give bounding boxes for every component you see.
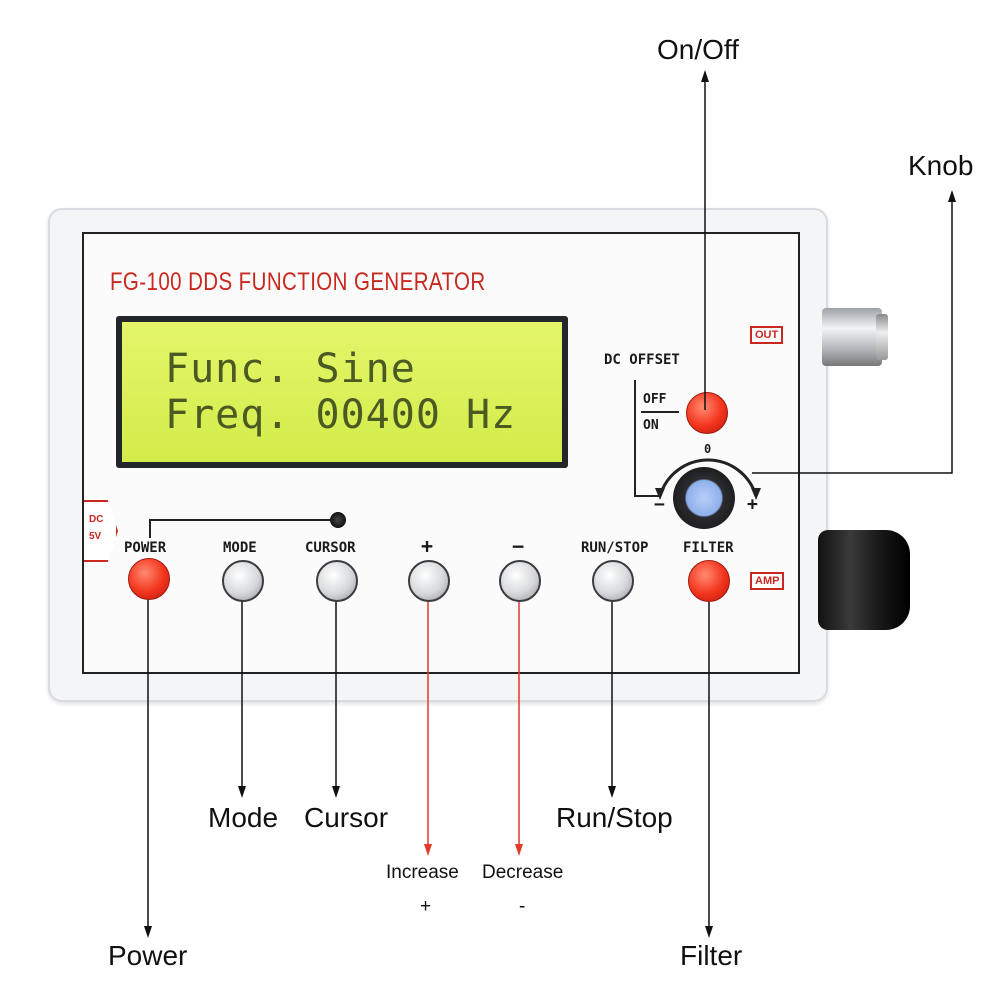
power-callout-arrowhead bbox=[144, 926, 152, 938]
run-stop-button[interactable] bbox=[592, 560, 634, 602]
cursor-button-label: CURSOR bbox=[305, 540, 356, 556]
increase-callout: Increase bbox=[386, 862, 459, 883]
lcd-function-line: Func. Sine bbox=[165, 346, 416, 392]
dc-offset-bracket bbox=[634, 380, 660, 497]
bnc-connector-tip bbox=[876, 314, 888, 360]
decrease-callout-arrowhead bbox=[515, 844, 523, 856]
filter-button[interactable] bbox=[688, 560, 730, 602]
mode-button[interactable] bbox=[222, 560, 264, 602]
power-bracket-line bbox=[149, 519, 330, 538]
knob-arrow-left bbox=[655, 488, 665, 500]
output-tag: OUT bbox=[750, 326, 784, 344]
knob-plus-label: + bbox=[747, 494, 758, 515]
filter-callout: Filter bbox=[680, 940, 743, 971]
power-callout: Power bbox=[108, 940, 188, 971]
device-title: FG-100 DDS FUNCTION GENERATOR bbox=[110, 268, 486, 296]
minus-button-label: − bbox=[512, 534, 525, 558]
filter-button-label: FILTER bbox=[683, 540, 734, 556]
lcd-screen bbox=[122, 322, 562, 462]
knob-zero-label: 0 bbox=[704, 442, 712, 456]
mode-callout-arrowhead bbox=[238, 786, 246, 798]
on-off-callout-arrowhead bbox=[701, 70, 709, 82]
increase-callout-arrowhead bbox=[424, 844, 432, 856]
knob-callout-line bbox=[752, 198, 953, 474]
switch-off-label: OFF bbox=[643, 392, 667, 407]
knob-callout: Knob bbox=[908, 150, 974, 181]
cursor-button[interactable] bbox=[316, 560, 358, 602]
power-button-label: POWER bbox=[124, 540, 167, 556]
decrease-callout: Decrease bbox=[482, 862, 564, 883]
increase-symbol: + bbox=[420, 896, 432, 917]
decrease-symbol: - bbox=[519, 896, 526, 917]
lcd-frequency-line: Freq. 00400 Hz bbox=[165, 392, 517, 438]
on-off-callout: On/Off bbox=[657, 34, 739, 65]
plus-button-label: + bbox=[421, 534, 434, 558]
run-stop-button-label: RUN/STOP bbox=[581, 540, 649, 556]
power-button[interactable] bbox=[128, 558, 170, 600]
increase-button[interactable] bbox=[408, 560, 450, 602]
mode-callout: Mode bbox=[208, 802, 279, 833]
bnc-output-connector bbox=[822, 308, 882, 366]
knob-range-arc bbox=[658, 458, 758, 497]
run-stop-callout-arrowhead bbox=[608, 786, 616, 798]
cursor-callout-arrowhead bbox=[332, 786, 340, 798]
power-led bbox=[330, 512, 346, 528]
knob-callout-arrowhead bbox=[948, 190, 956, 202]
dc-offset-knob[interactable] bbox=[673, 467, 735, 529]
dc-offset-label: DC OFFSET bbox=[604, 352, 680, 368]
run-stop-callout: Run/Stop bbox=[556, 802, 673, 833]
switch-divider bbox=[641, 411, 679, 413]
cursor-callout: Cursor bbox=[304, 802, 389, 833]
amplitude-knob[interactable] bbox=[818, 530, 910, 630]
dc-offset-switch-button[interactable] bbox=[686, 392, 728, 434]
knob-minus-label: − bbox=[654, 494, 665, 515]
dc-tag-text-2: 5V bbox=[89, 531, 102, 542]
decrease-button[interactable] bbox=[499, 560, 541, 602]
switch-on-label: ON bbox=[643, 418, 659, 433]
dc-tag-text-1: DC bbox=[89, 514, 104, 525]
amp-tag: AMP bbox=[750, 572, 785, 590]
mode-button-label: MODE bbox=[223, 540, 257, 556]
knob-arrow-right bbox=[751, 488, 761, 500]
filter-callout-arrowhead bbox=[705, 926, 713, 938]
